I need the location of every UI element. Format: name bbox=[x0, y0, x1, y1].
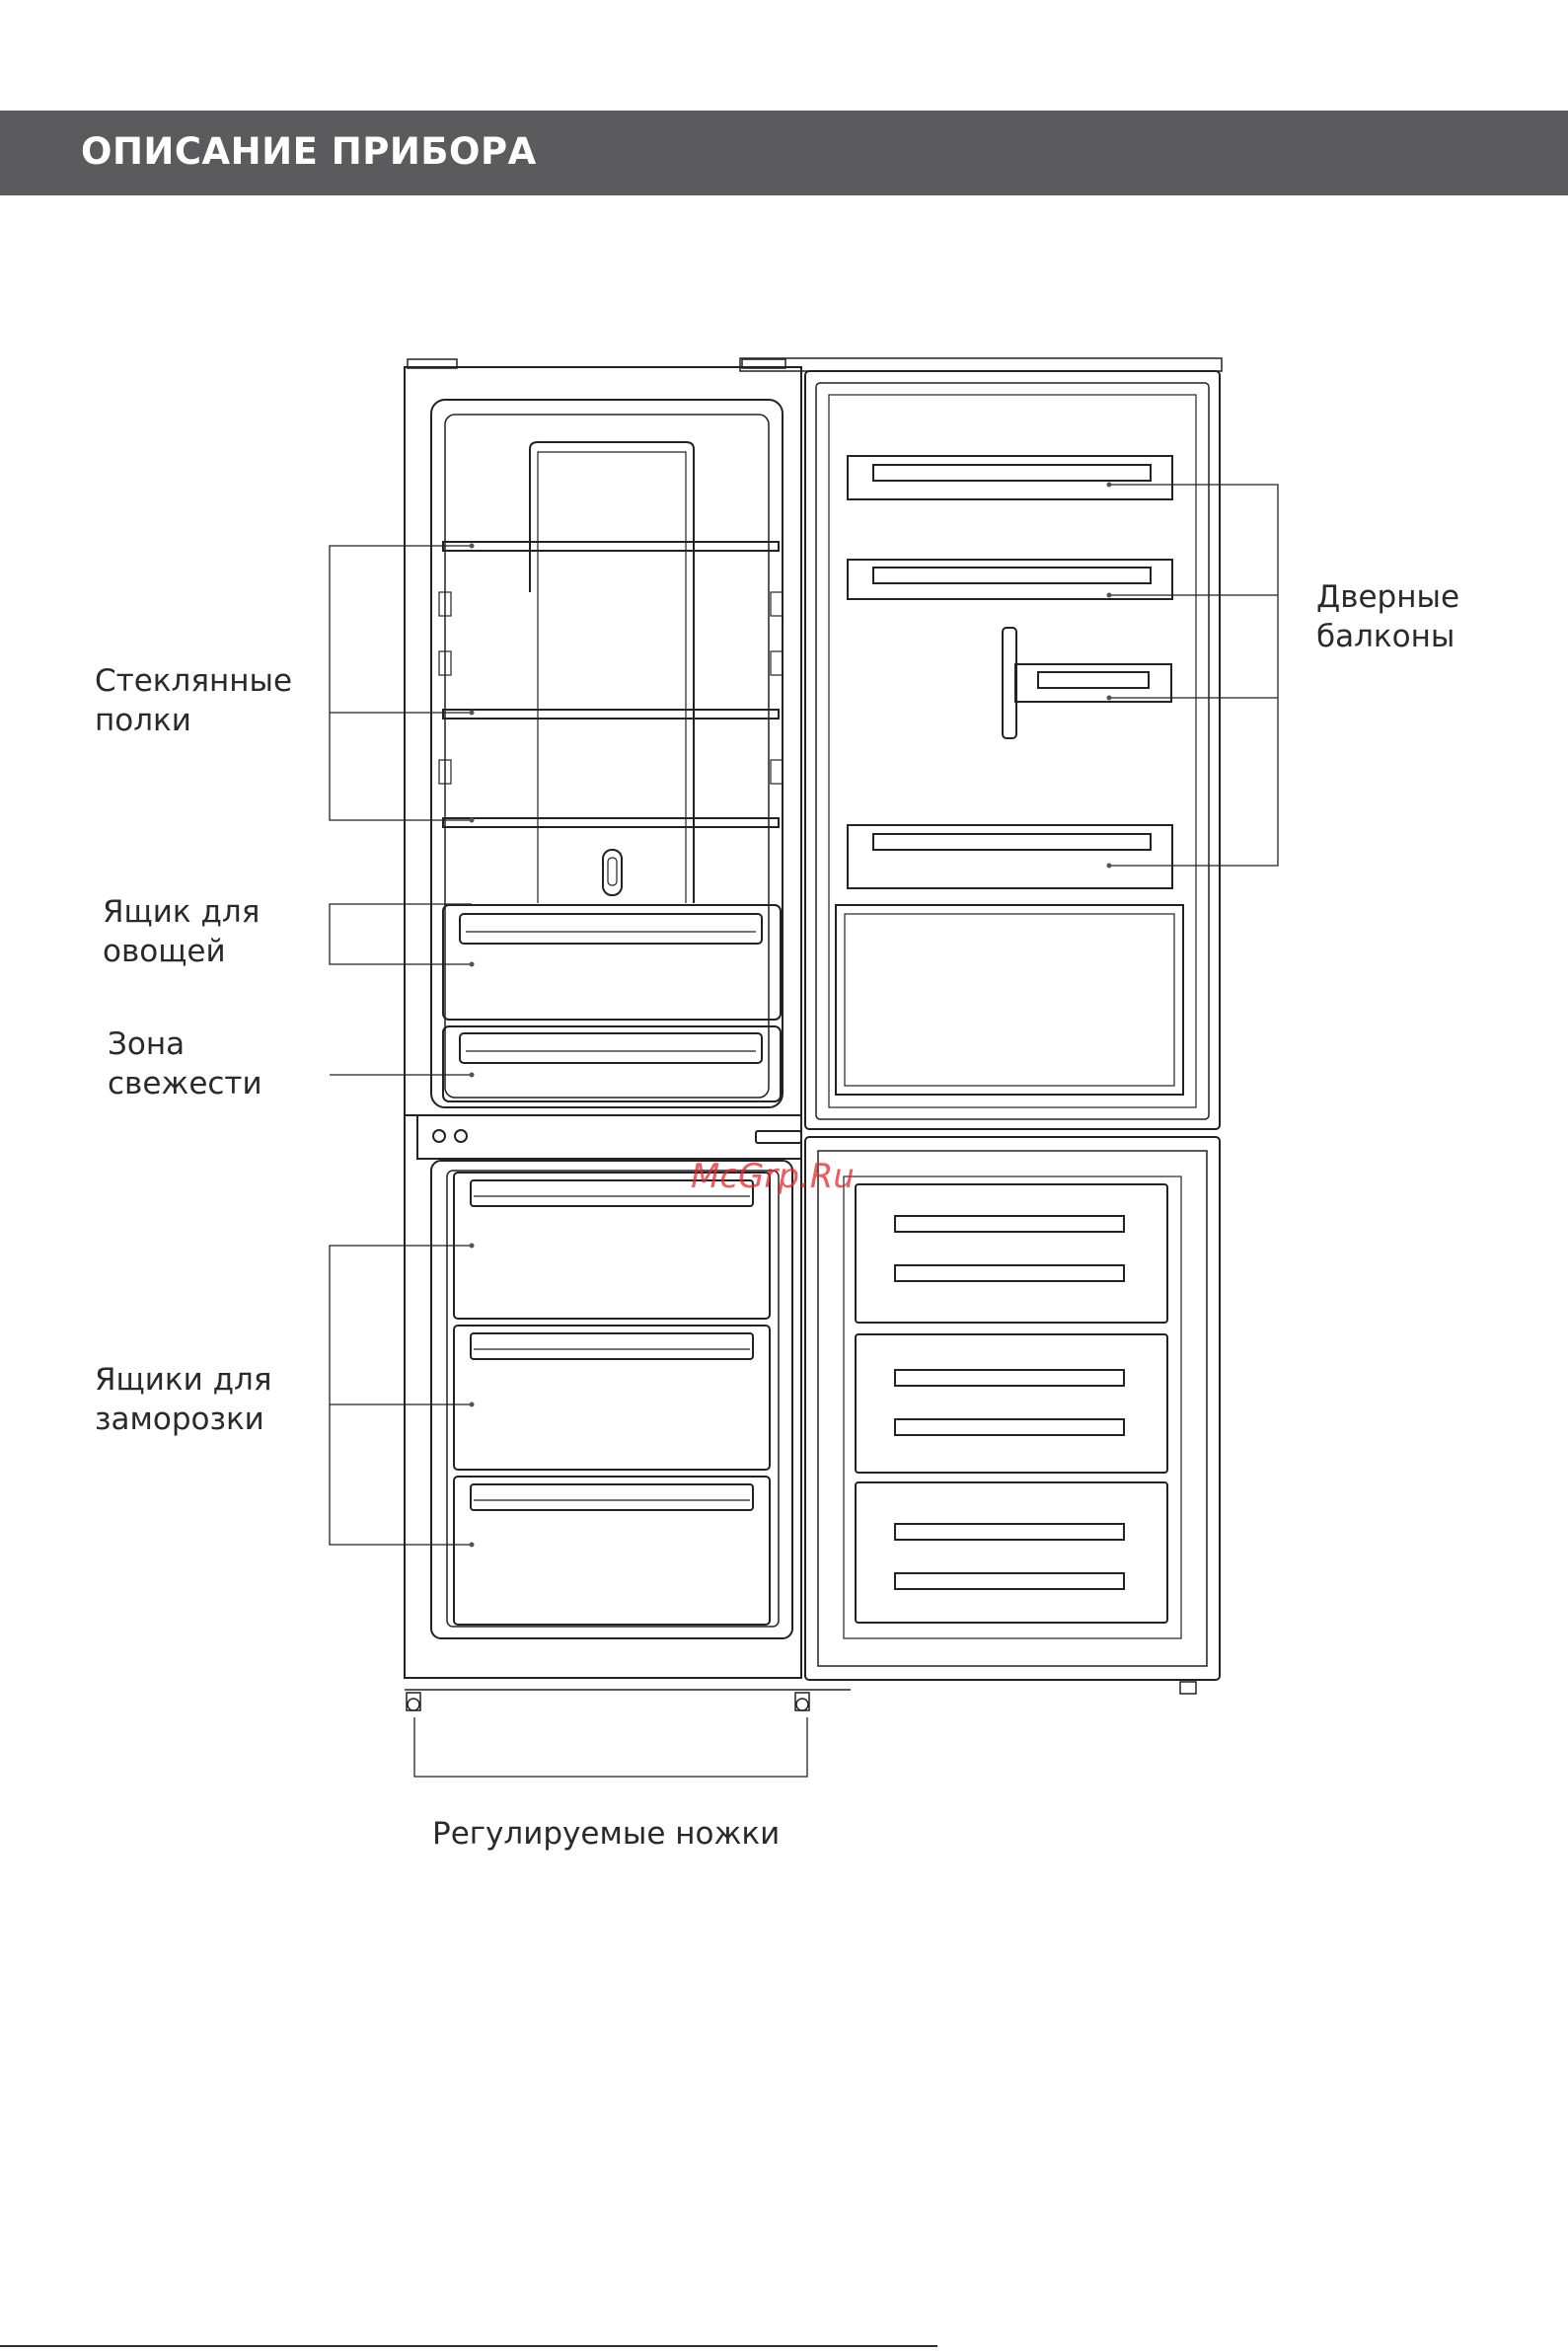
vegetable-box bbox=[443, 905, 781, 1020]
freezer-compartment bbox=[431, 1161, 792, 1638]
control-panel bbox=[417, 1115, 801, 1159]
freshness-zone-box bbox=[443, 1026, 781, 1101]
adjustable-feet bbox=[405, 1690, 851, 1710]
freezer-door bbox=[805, 1137, 1220, 1694]
watermark: McGrp.Ru bbox=[691, 1157, 855, 1196]
callout-lines bbox=[330, 485, 1278, 1777]
fridge-door bbox=[740, 358, 1222, 1143]
freezer-drawers bbox=[454, 1173, 770, 1625]
label-freshness-zone: Зона свежести bbox=[108, 1024, 262, 1103]
label-freezer-drawers: Ящики для заморозки bbox=[95, 1360, 272, 1439]
label-vegetable-box: Ящик для овощей bbox=[103, 892, 260, 971]
label-glass-shelves: Стеклянные полки bbox=[95, 661, 292, 740]
bottom-rule bbox=[0, 2345, 937, 2347]
fridge-compartment bbox=[431, 400, 783, 1107]
label-adjustable-feet: Регулируемые ножки bbox=[432, 1814, 780, 1854]
callout-dots bbox=[470, 483, 1112, 1548]
label-door-balconies: Дверные балконы bbox=[1316, 577, 1459, 656]
glass-shelves bbox=[439, 542, 783, 827]
